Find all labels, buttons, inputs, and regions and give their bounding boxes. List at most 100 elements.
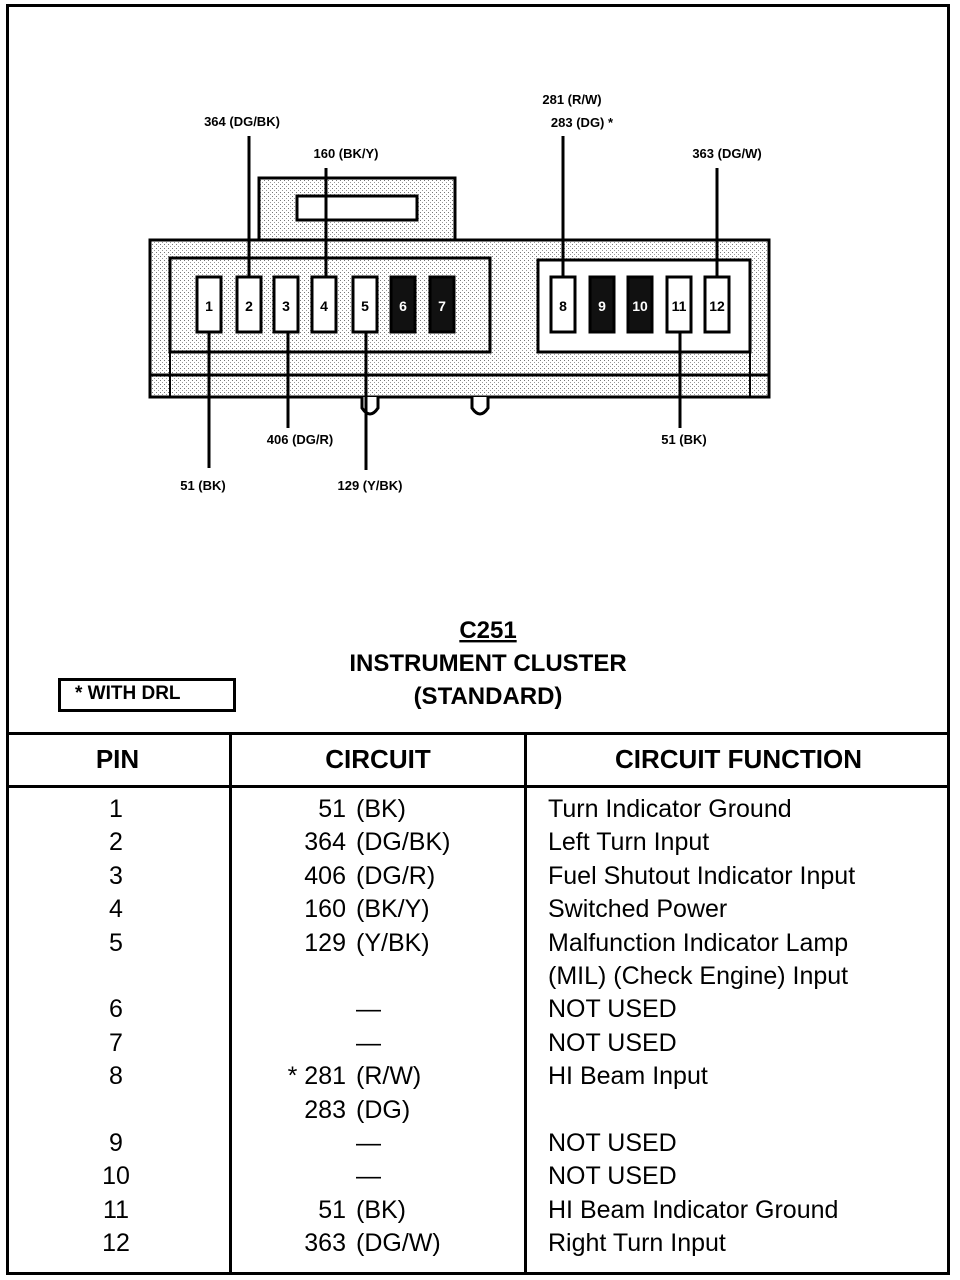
- pin-number: 10: [632, 298, 648, 314]
- cell-function: NOT USED: [548, 995, 677, 1024]
- table-row: 6—NOT USED: [6, 995, 950, 1028]
- pin-number: 7: [438, 298, 446, 314]
- callout-wires: 364 (DG/BK)160 (BK/Y)281 (R/W)283 (DG) *…: [180, 92, 761, 493]
- cell-function: Right Turn Input: [548, 1229, 726, 1258]
- table-row: 5 129 (Y/BK) Malfunction Indicator Lamp: [6, 929, 950, 962]
- cell-circuit-code: (DG/W): [356, 1229, 441, 1258]
- table-header-rule: [6, 785, 950, 788]
- cell-function: NOT USED: [548, 1129, 677, 1157]
- pin-number: 9: [598, 298, 606, 314]
- cell-circuit-code: (Y/BK): [356, 928, 430, 957]
- header-circuit: CIRCUIT: [325, 744, 431, 774]
- cell-pin: 9: [109, 1129, 123, 1157]
- table-row: 4 160 (BK/Y) Switched Power: [6, 895, 950, 928]
- cell-function: Turn Indicator Ground: [548, 795, 792, 823]
- pin-number: 6: [399, 298, 407, 314]
- cell-circuit-code: (DG/BK): [356, 828, 451, 857]
- pin-number: 8: [559, 298, 567, 314]
- callout-label: 129 (Y/BK): [337, 478, 402, 493]
- pin-table: PIN CIRCUIT CIRCUIT FUNCTION 1 51 (BK) Turn…: [6, 732, 950, 1275]
- callout-label: 51 (BK): [180, 478, 226, 493]
- pin-6: [389, 275, 417, 334]
- table-row: (MIL) (Check Engine) Input: [6, 962, 950, 995]
- cell-function: NOT USED: [548, 1162, 677, 1191]
- pin-4: [310, 275, 338, 334]
- cell-circuit-code: —: [356, 995, 381, 1024]
- callout-label: 363 (DG/W): [692, 146, 761, 161]
- cell-circuit-code: (BK): [356, 1195, 406, 1224]
- pin-number: 3: [282, 298, 290, 314]
- cell-pin: 3: [109, 861, 123, 890]
- pin-number: 11: [672, 298, 687, 314]
- cell-pin: 2: [109, 828, 123, 857]
- pin-number: 4: [320, 298, 328, 314]
- cell-pin: 12: [102, 1229, 130, 1258]
- table-row: 9—NOT USED: [6, 1129, 950, 1162]
- cell-circuit-code: (BK): [356, 795, 406, 823]
- cell-function: Left Turn Input: [548, 828, 710, 857]
- callout-label: 51 (BK): [661, 432, 707, 447]
- pin-number: 2: [245, 298, 253, 314]
- cell-pin: 1: [109, 795, 123, 823]
- cell-circuit-number: 51: [318, 795, 346, 823]
- header-function: CIRCUIT FUNCTION: [615, 744, 862, 774]
- table-row: 1 51 (BK) Turn Indicator Ground: [6, 795, 950, 828]
- table-top-rule: [6, 732, 950, 735]
- cell-circuit-number: * 281: [287, 1062, 346, 1091]
- pin-1: [195, 275, 223, 334]
- cell-pin: 5: [109, 928, 123, 957]
- connector-id: C251: [459, 617, 516, 644]
- table-row: 3 406 (DG/R) Fuel Shutout Indicator Input: [6, 862, 950, 895]
- table-row: 10—NOT USED: [6, 1162, 950, 1195]
- table-row: 283 (DG): [6, 1096, 950, 1129]
- pin-number: 12: [709, 298, 725, 314]
- connector-latch: [257, 176, 457, 244]
- cell-circuit-code: (DG/R): [356, 861, 436, 890]
- pin-number: 1: [205, 298, 213, 314]
- cell-function: Switched Power: [548, 895, 728, 924]
- cell-circuit-number: 129: [304, 928, 346, 957]
- cell-pin: 4: [109, 895, 123, 924]
- pin-7: [428, 275, 456, 334]
- cell-function: HI Beam Indicator Ground: [548, 1195, 839, 1224]
- callout-label: 281 (R/W): [542, 92, 601, 107]
- pin-10: [626, 275, 654, 334]
- cell-pin: 8: [109, 1062, 123, 1091]
- cell-function: Fuel Shutout Indicator Input: [548, 861, 856, 890]
- cell-pin: 10: [102, 1162, 130, 1191]
- drl-note: * WITH DRL: [58, 678, 236, 712]
- cell-circuit-code: —: [356, 1028, 381, 1057]
- table-row: 7 — NOT USED: [6, 1029, 950, 1062]
- cell-pin: 11: [103, 1195, 129, 1224]
- cell-circuit-number: 363: [304, 1229, 346, 1258]
- table-row: 8* 281(R/W)HI Beam Input: [6, 1062, 950, 1095]
- cell-circuit-number: 406: [304, 861, 346, 890]
- diagram-title-line1: INSTRUMENT CLUSTER: [349, 650, 626, 677]
- cell-circuit-number: 283: [304, 1095, 346, 1124]
- pin-9: [588, 275, 616, 334]
- cell-circuit-code: (BK/Y): [356, 895, 430, 924]
- cell-circuit-code: (R/W): [356, 1062, 422, 1091]
- cell-pin: 7: [109, 1028, 123, 1057]
- callout-label: 406 (DG/R): [267, 432, 333, 447]
- pin-8: [549, 275, 577, 334]
- table-row: 11 51 (BK) HI Beam Indicator Ground: [6, 1196, 950, 1229]
- cell-function: NOT USED: [548, 1028, 677, 1057]
- header-pin: PIN: [95, 744, 140, 774]
- callout-label: 283 (DG) *: [551, 115, 614, 130]
- cell-circuit-code: (DG): [356, 1095, 411, 1124]
- pin-5: [351, 275, 379, 334]
- cell-circuit-number: 51: [318, 1195, 346, 1224]
- table-divider: [229, 732, 232, 1275]
- cell-function: (MIL) (Check Engine) Input: [548, 962, 849, 990]
- diagram-frame: [6, 4, 950, 1275]
- table-divider: [524, 732, 527, 1275]
- pin-number: 5: [361, 298, 369, 314]
- pin-3: [272, 275, 300, 334]
- cell-circuit-number: 160: [304, 895, 346, 924]
- cell-function: Malfunction Indicator Lamp: [548, 928, 849, 957]
- diagram-title-line2: (STANDARD): [414, 683, 563, 710]
